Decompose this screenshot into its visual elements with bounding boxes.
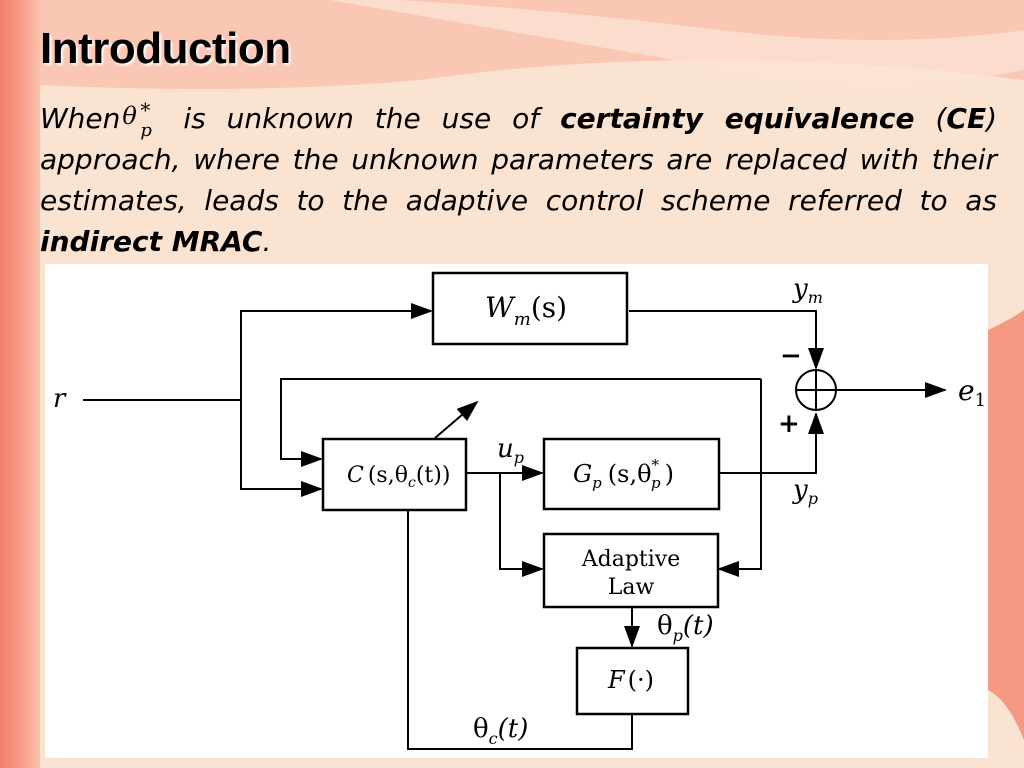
wm-block bbox=[431, 271, 629, 346]
svg-text:up: up bbox=[497, 434, 524, 467]
svg-text:θp(t): θp(t) bbox=[657, 611, 714, 645]
background-swoosh-mid bbox=[330, 0, 1024, 84]
background-swoosh-top bbox=[40, 0, 1024, 89]
f-label: F bbox=[607, 666, 626, 694]
svg-text:Gp(s,θ*p): Gp(s,θ*p) bbox=[573, 456, 674, 492]
minus-sign: − bbox=[780, 341, 802, 371]
svg-text:C(s,θc(t)): C(s,θc(t)) bbox=[347, 463, 450, 491]
plant-block bbox=[542, 437, 721, 511]
ym-line bbox=[629, 310, 824, 370]
e1-label: e bbox=[958, 374, 975, 407]
text-part1: is unknown the use of bbox=[162, 102, 561, 135]
plus-sign: + bbox=[778, 409, 800, 439]
theta-c-label: θ bbox=[473, 714, 489, 744]
adaptive-law-line1: Adaptive bbox=[581, 547, 681, 572]
adaptive-law-block bbox=[542, 532, 720, 609]
adaptive-law-line2: Law bbox=[608, 575, 655, 600]
text-part2: ( bbox=[914, 102, 947, 135]
theta-p-star-symbol: θ*p bbox=[122, 98, 152, 141]
svg-text:yp: yp bbox=[792, 475, 818, 508]
text-ce: CE bbox=[946, 102, 987, 135]
up-label: u bbox=[497, 434, 514, 464]
text-part4: . bbox=[262, 225, 272, 258]
feedback-to-adaptive-line bbox=[717, 379, 762, 577]
svg-text:ym: ym bbox=[792, 274, 823, 307]
slide-title: Introduction bbox=[40, 24, 291, 73]
svg-text:θc(t): θc(t) bbox=[473, 714, 528, 748]
r-label: r bbox=[53, 384, 67, 414]
yp-line bbox=[719, 412, 824, 474]
text-certainty-equivalence: certainty equivalence bbox=[560, 102, 915, 135]
block-diagram-panel: Wm(s) C(s,θc(t)) Gp(s,θ*p) Adaptive Law … bbox=[45, 264, 988, 758]
svg-text:F(·): F(·) bbox=[607, 666, 654, 694]
feedback-to-controller-line bbox=[280, 378, 761, 467]
plant-label: G bbox=[573, 460, 592, 488]
text-part3: ) approach, where the unknown parameters… bbox=[40, 102, 998, 217]
theta-c-line bbox=[407, 510, 633, 750]
block-diagram: Wm(s) C(s,θc(t)) Gp(s,θ*p) Adaptive Law … bbox=[53, 271, 986, 750]
text-indirect-mrac: indirect MRAC bbox=[40, 225, 263, 258]
f-block bbox=[575, 646, 690, 716]
wm-label: W bbox=[485, 291, 516, 324]
background-swoosh-right bbox=[988, 310, 1024, 740]
adjust-arrow bbox=[434, 400, 479, 439]
r-to-controller-line bbox=[240, 400, 323, 497]
theta-p-label: θ bbox=[657, 611, 673, 641]
svg-text:Wm(s): Wm(s) bbox=[485, 291, 567, 330]
yp-label: y bbox=[792, 475, 808, 505]
accent-bar bbox=[0, 0, 40, 768]
svg-text:e1: e1 bbox=[958, 374, 986, 411]
ym-label: y bbox=[792, 274, 808, 304]
up-to-adaptive-line bbox=[499, 473, 544, 577]
controller-label: C bbox=[347, 463, 364, 488]
controller-block bbox=[321, 437, 468, 512]
text-when: When bbox=[40, 102, 121, 135]
